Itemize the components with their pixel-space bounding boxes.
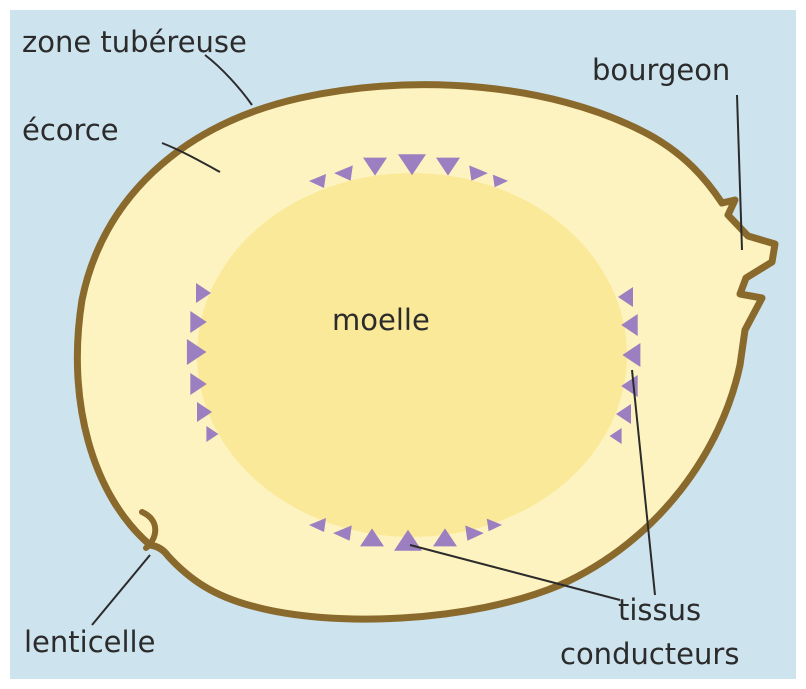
label-lenticelle: lenticelle (24, 625, 155, 659)
moelle-region (197, 173, 627, 537)
label-conducteurs: conducteurs (560, 637, 739, 671)
label-zone-tubereuse: zone tubéreuse (22, 25, 247, 59)
label-ecorce: écorce (22, 113, 119, 147)
label-moelle: moelle (332, 303, 430, 337)
label-tissus: tissus (618, 593, 701, 627)
label-bourgeon: bourgeon (592, 53, 730, 87)
